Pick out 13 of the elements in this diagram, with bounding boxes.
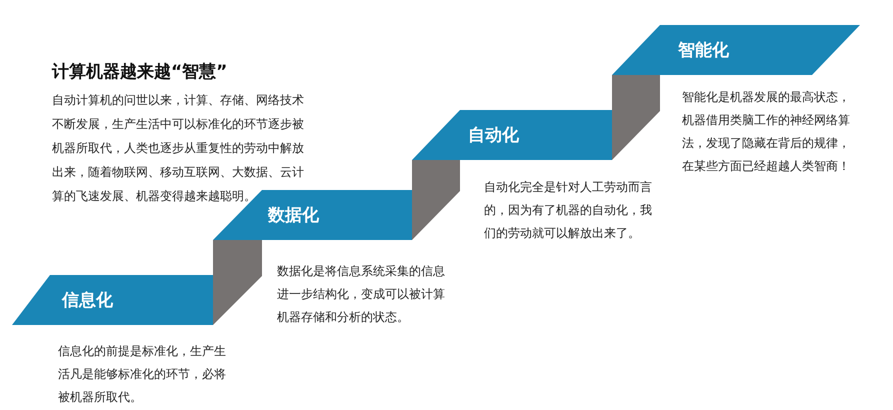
step-band: [612, 25, 860, 75]
step-description: 数据化是将信息系统采集的信息进一步结构化，变成可以被计算机器存储和分析的状态。: [277, 263, 446, 326]
title: 计算机器越来越“智慧”: [52, 61, 228, 83]
step-title: 智能化: [678, 40, 729, 62]
step-title: 数据化: [268, 204, 319, 226]
step-title: 自动化: [468, 124, 519, 146]
step-description: 信息化的前提是标准化，生产生活凡是能够标准化的环节，必将被机器所取代。: [58, 343, 227, 406]
step-band: [412, 110, 612, 160]
step-description: 自动化完全是针对人工劳动而言的，因为有了机器的自动化，我们的劳动就可以解放出来了。: [484, 179, 653, 242]
step-band: [12, 275, 213, 325]
step-description: 智能化是机器发展的最高状态，机器借用类脑工作的神经网络算法，发现了隐藏在背后的规律，在某些方面已经超越人类智商！: [682, 89, 851, 175]
step-title: 信息化: [62, 290, 113, 312]
intro-paragraph: 自动计算机的问世以来，计算、存储、网络技术不断发展，生产生活中可以标准化的环节逐步被机器所取代，人类也逐步从重复性的劳动中解放出来，随着物联网、移动互联网、大数据、云计算的飞速发展、机器变得越来越聪明。: [52, 92, 305, 205]
